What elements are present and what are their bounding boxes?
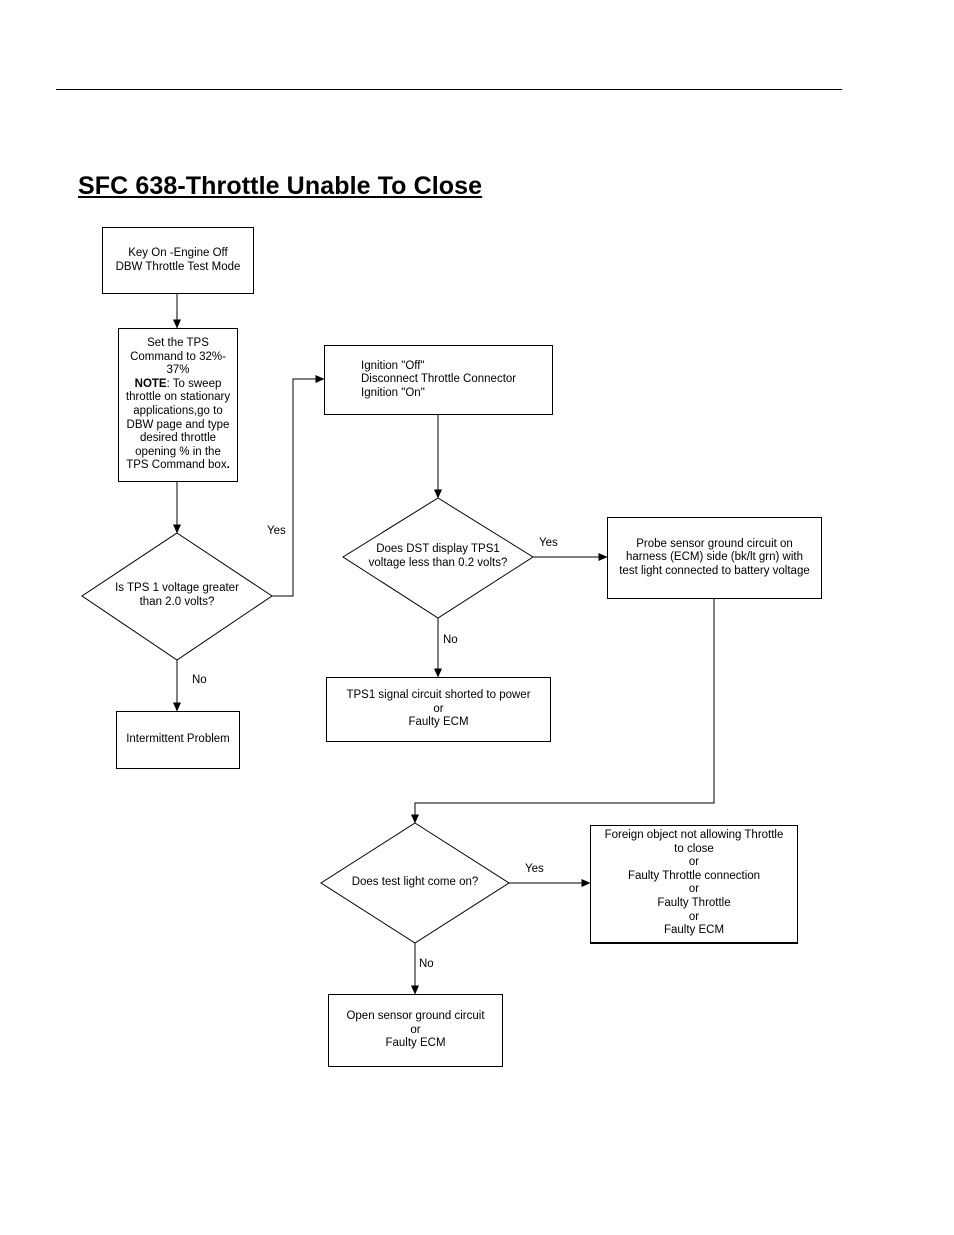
ignition-line-3: Ignition "On": [361, 386, 425, 399]
last-line-punct: .: [226, 459, 230, 472]
foreign-line-2: to close: [674, 842, 714, 855]
page-title: SFC 638-Throttle Unable To Close: [78, 172, 483, 200]
light-no-label: No: [419, 958, 434, 970]
probe-line-3: test light connected to battery voltage: [619, 564, 810, 577]
foreign-line-1: Foreign object not allowing Throttle: [604, 829, 784, 841]
foreign-line-7: or: [688, 910, 700, 923]
tps1-shorted-line-2: or: [433, 702, 444, 715]
note-label: NOTE: [134, 377, 167, 390]
foreign-line-6: Faulty Throttle: [657, 896, 731, 909]
set-tps-line-2: Command to 32%-: [130, 350, 226, 363]
open-ground-line-1: Open sensor ground circuit: [346, 1010, 485, 1023]
foreign-line-8: Faulty ECM: [663, 924, 725, 937]
key-on-box: Key On -Engine Off DBW Throttle Test Mod…: [102, 227, 254, 294]
set-tps-note-line-3: applications,go to: [133, 405, 223, 417]
probe-line-1: Probe sensor ground circuit on: [636, 537, 793, 550]
foreign-object-box: Foreign object not allowing Throttle to …: [590, 825, 798, 944]
dst-decision-line-1: Does DST display TPS1: [376, 543, 500, 556]
intermittent-problem-text: Intermittent Problem: [126, 733, 230, 746]
set-tps-line-1: Set the TPS: [147, 337, 209, 350]
arrow-probe-to-testlight: [411, 599, 715, 824]
set-tps-box: Set the TPS Command to 32%- 37% NOTE: To…: [118, 328, 238, 482]
dst-no-label: No: [443, 634, 458, 646]
set-tps-note-line-2: throttle on stationary: [125, 391, 231, 404]
test-light-decision-line: Does test light come on?: [351, 876, 479, 889]
set-tps-note-line: NOTE: To sweep: [135, 378, 222, 392]
tps1-shorted-box: TPS1 signal circuit shorted to power or …: [326, 677, 551, 742]
set-tps-line-3: 37%: [166, 364, 190, 377]
key-on-line-2: DBW Throttle Test Mode: [115, 260, 241, 273]
note-first-text: : To sweep: [166, 377, 222, 390]
set-tps-note-line-5: desired throttle: [139, 432, 217, 445]
ignition-line-1: Ignition "Off": [361, 359, 425, 372]
arrow-tps1-yes: [272, 375, 325, 597]
tps1-shorted-line-3: Faulty ECM: [408, 716, 469, 729]
test-light-decision-text: Does test light come on?: [330, 870, 500, 896]
light-yes-label: Yes: [525, 863, 544, 875]
probe-line-2: harness (ECM) side (bk/lt grn) with: [625, 551, 804, 564]
open-ground-line-2: or: [410, 1023, 421, 1036]
set-tps-note-line-6: opening % in the: [135, 445, 221, 458]
tps1-no-label: No: [192, 674, 207, 686]
open-ground-box: Open sensor ground circuit or Faulty ECM: [328, 994, 503, 1067]
tps1-decision-line-2: than 2.0 volts?: [139, 596, 215, 608]
foreign-line-3: or: [688, 856, 700, 869]
tps1-decision-line-1: Is TPS 1 voltage greater: [115, 582, 239, 595]
probe-ground-box: Probe sensor ground circuit on harness (…: [607, 517, 822, 599]
dst-decision-text: Does DST display TPS1 voltage less than …: [343, 534, 533, 580]
ignition-box: Ignition "Off" Disconnect Throttle Conne…: [324, 345, 553, 415]
key-on-line-1: Key On -Engine Off: [128, 246, 228, 259]
foreign-line-5: or: [688, 883, 700, 896]
set-tps-last-line: TPS Command box.: [126, 459, 230, 473]
header-rule: [56, 89, 842, 90]
tps1-decision-text: Is TPS 1 voltage greater than 2.0 volts?: [92, 572, 262, 620]
dst-decision-line-2: voltage less than 0.2 volts?: [368, 557, 508, 569]
open-ground-line-3: Faulty ECM: [385, 1037, 446, 1050]
last-line-text: TPS Command box: [126, 459, 227, 472]
tps1-yes-label: Yes: [267, 525, 286, 537]
dst-yes-label: Yes: [539, 537, 558, 549]
set-tps-note-line-4: DBW page and type: [126, 418, 230, 431]
tps1-shorted-line-1: TPS1 signal circuit shorted to power: [346, 689, 531, 702]
foreign-line-4: Faulty Throttle connection: [627, 869, 761, 882]
intermittent-problem-box: Intermittent Problem: [116, 711, 240, 769]
ignition-line-2: Disconnect Throttle Connector: [361, 373, 517, 386]
